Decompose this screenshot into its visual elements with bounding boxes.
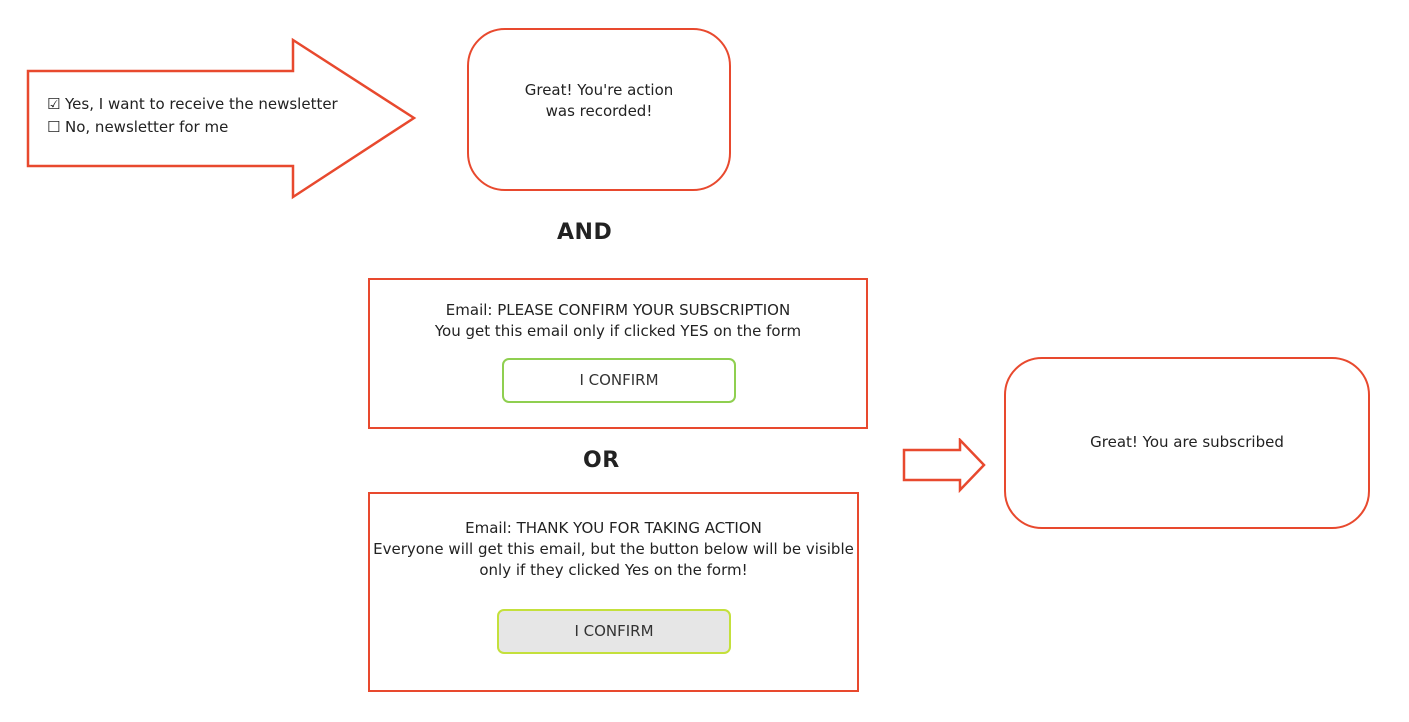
conditional-confirm-button-label: I CONFIRM (574, 622, 654, 640)
confirm-email-subject: Email: PLEASE CONFIRM YOUR SUBSCRIPTION (445, 301, 791, 319)
confirm-button[interactable]: I CONFIRM (502, 358, 736, 403)
confirm-email-box: Email: PLEASE CONFIRM YOUR SUBSCRIPTION … (368, 278, 868, 429)
conditional-confirm-button[interactable]: I CONFIRM (497, 609, 731, 654)
or-label: OR (583, 448, 620, 473)
thanks-email-box: Email: THANK YOU FOR TAKING ACTION Every… (368, 492, 859, 692)
unchecked-checkbox-icon[interactable]: ☐ (47, 118, 61, 136)
checked-checkbox-icon[interactable]: ☑ (47, 95, 61, 113)
small-right-arrow-icon (902, 438, 986, 494)
subscribed-message: Great! You are subscribed (1090, 432, 1284, 451)
subscribed-result-box: Great! You are subscribed (1004, 357, 1370, 529)
confirm-button-label: I CONFIRM (579, 371, 659, 389)
option-yes-label: Yes, I want to receive the newsletter (65, 95, 338, 113)
thanks-email-note-1: Everyone will get this email, but the bu… (373, 540, 854, 558)
option-yes[interactable]: ☑Yes, I want to receive the newsletter (47, 93, 338, 116)
recorded-message: Great! You're action was recorded! (524, 80, 674, 120)
option-no[interactable]: ☐No, newsletter for me (47, 116, 338, 139)
option-no-label: No, newsletter for me (65, 118, 229, 136)
thanks-email-note-2: only if they clicked Yes on the form! (479, 561, 748, 579)
big-right-arrow-icon (26, 37, 417, 200)
thanks-email-subject: Email: THANK YOU FOR TAKING ACTION (465, 519, 762, 537)
newsletter-options: ☑Yes, I want to receive the newsletter ☐… (47, 93, 338, 139)
confirm-email-note: You get this email only if clicked YES o… (434, 322, 802, 340)
recorded-result-box: Great! You're action was recorded! (467, 28, 731, 191)
and-label: AND (557, 220, 613, 245)
